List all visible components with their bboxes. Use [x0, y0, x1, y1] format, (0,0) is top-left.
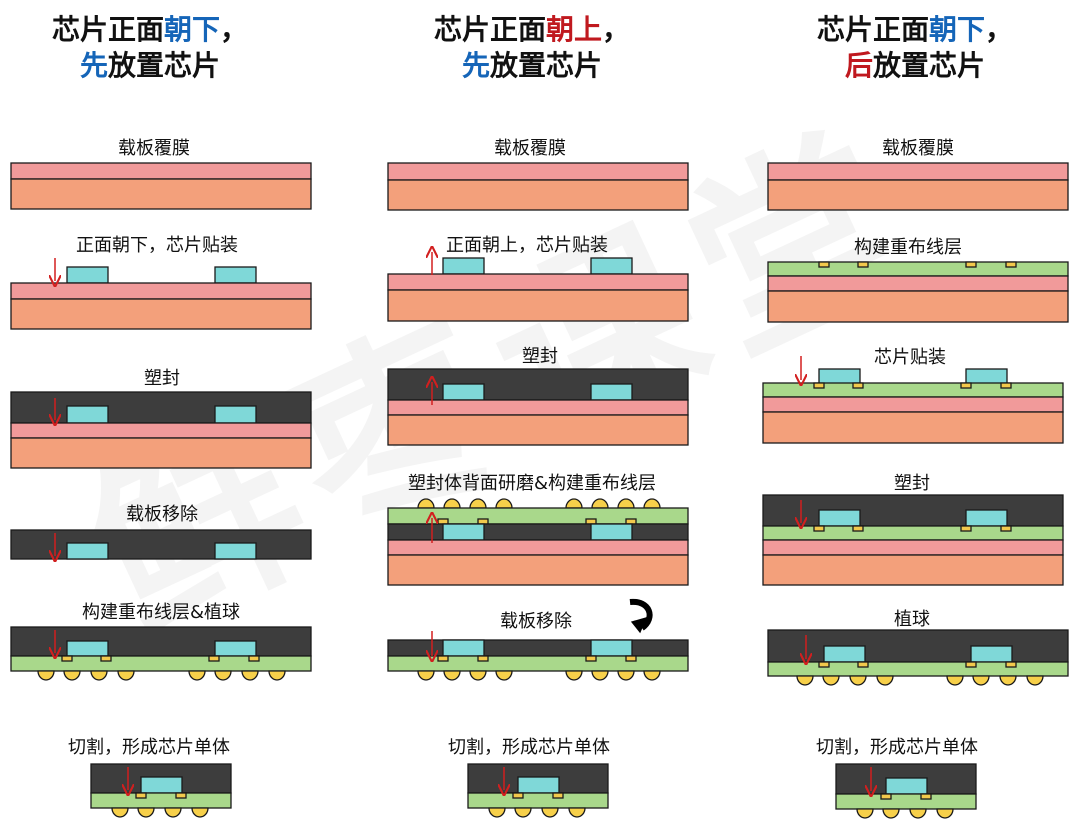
col1-step6-label: 切割，形成芯片单体 — [68, 737, 230, 758]
flip-icon — [629, 598, 653, 634]
diagram-shapes — [10, 162, 1069, 819]
col2-step3-diagram — [387, 368, 689, 446]
col2-step5-diagram — [387, 631, 689, 681]
col1-step2-diagram — [10, 258, 312, 330]
col2-step4-diagram — [387, 498, 689, 586]
col3-step5-diagram — [767, 629, 1069, 686]
col1-step3-diagram — [10, 391, 312, 469]
col1-step5-diagram — [10, 626, 312, 681]
title-col2: 芯片正面朝上， 先放置芯片 — [433, 13, 631, 82]
col2-step6-diagram — [467, 763, 609, 818]
col1-step6-diagram — [90, 763, 232, 818]
col3-step1-label: 载板覆膜 — [882, 138, 954, 159]
col3-step6-label: 切割，形成芯片单体 — [816, 737, 978, 758]
col3-step2-diagram — [767, 261, 1069, 323]
col1-step4-label: 载板移除 — [126, 504, 198, 525]
col3-step4-label: 塑封 — [894, 473, 930, 494]
col1-step1-label: 载板覆膜 — [118, 138, 190, 159]
col2-step3-label: 塑封 — [522, 346, 558, 367]
title-col1: 芯片正面朝下， 先放置芯片 — [51, 13, 249, 82]
col2-step1-label: 载板覆膜 — [494, 138, 566, 159]
col3-step5-label: 植球 — [894, 609, 930, 630]
col1-step4-diagram — [10, 529, 312, 559]
col2-step4-label: 塑封体背面研磨&构建重布线层 — [408, 473, 657, 494]
col1-step3-label: 塑封 — [144, 368, 180, 389]
col1-step1-diagram — [10, 162, 312, 210]
col3-step6-diagram — [835, 763, 977, 819]
col3-step3-label: 芯片贴装 — [874, 347, 946, 368]
title-col3: 芯片正面朝下， 后放置芯片 — [816, 13, 1014, 82]
col3-step2-label: 构建重布线层 — [854, 237, 962, 258]
col3-step3-diagram — [762, 356, 1064, 444]
col2-step1-diagram — [387, 162, 689, 211]
col1-step2-label: 正面朝下，芯片贴装 — [76, 235, 238, 256]
col1-step5-label: 构建重布线层&植球 — [82, 602, 241, 623]
col2-step5-label: 载板移除 — [500, 611, 572, 632]
col2-step2-label: 正面朝上，芯片贴装 — [446, 235, 608, 256]
col2-step6-label: 切割，形成芯片单体 — [448, 737, 610, 758]
col3-step4-diagram — [762, 494, 1064, 586]
col2-step2-diagram — [387, 252, 689, 322]
col3-step1-diagram — [767, 162, 1069, 211]
